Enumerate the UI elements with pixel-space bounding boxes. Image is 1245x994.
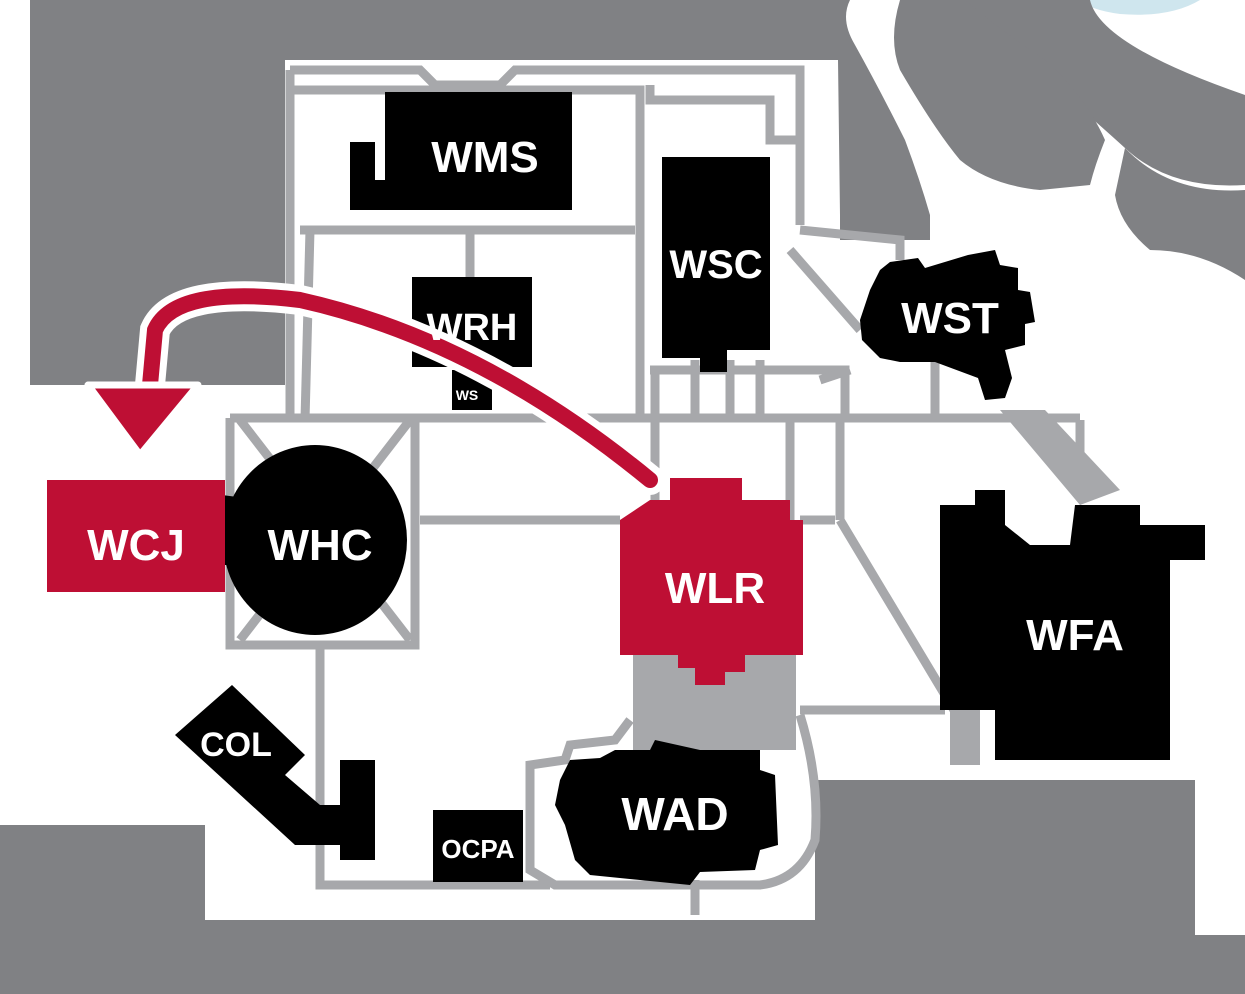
- wide-walkways: [633, 410, 1120, 765]
- highlighted-buildings: [47, 478, 803, 685]
- label-WRH: WRH: [427, 307, 518, 349]
- label-COL: COL: [200, 726, 272, 764]
- label-WSL: WS: [456, 387, 479, 403]
- building-WHC: [223, 445, 407, 635]
- label-WSC: WSC: [669, 243, 762, 287]
- label-OCPA: OCPA: [441, 834, 514, 864]
- building-labels: WMS WRH WSC WST WCJ WHC WLR WFA COL WAD …: [87, 133, 1124, 864]
- building-WAD: [555, 740, 778, 885]
- building-WFA: [940, 490, 1205, 760]
- route-arrowhead: [84, 381, 202, 459]
- building-WSC: [662, 157, 770, 372]
- building-COL: [175, 685, 375, 860]
- label-WCJ: WCJ: [87, 521, 185, 570]
- building-WMS: [350, 92, 572, 210]
- building-OCPA: [433, 810, 523, 882]
- pond-water: [1080, 0, 1200, 15]
- building-WCJ[interactable]: [47, 480, 225, 592]
- curved-arrow-icon: [84, 281, 665, 495]
- buildings: [175, 92, 1205, 885]
- label-WFA: WFA: [1026, 611, 1124, 660]
- label-WMS: WMS: [431, 133, 539, 182]
- label-WHC: WHC: [267, 521, 372, 570]
- label-WLR: WLR: [665, 564, 765, 613]
- building-WLR[interactable]: [620, 478, 803, 685]
- building-WST: [860, 250, 1035, 400]
- label-WST: WST: [901, 294, 999, 343]
- route-arrow-body: [142, 288, 658, 488]
- building-WHC-connector: [222, 495, 250, 565]
- label-WAD: WAD: [621, 788, 728, 840]
